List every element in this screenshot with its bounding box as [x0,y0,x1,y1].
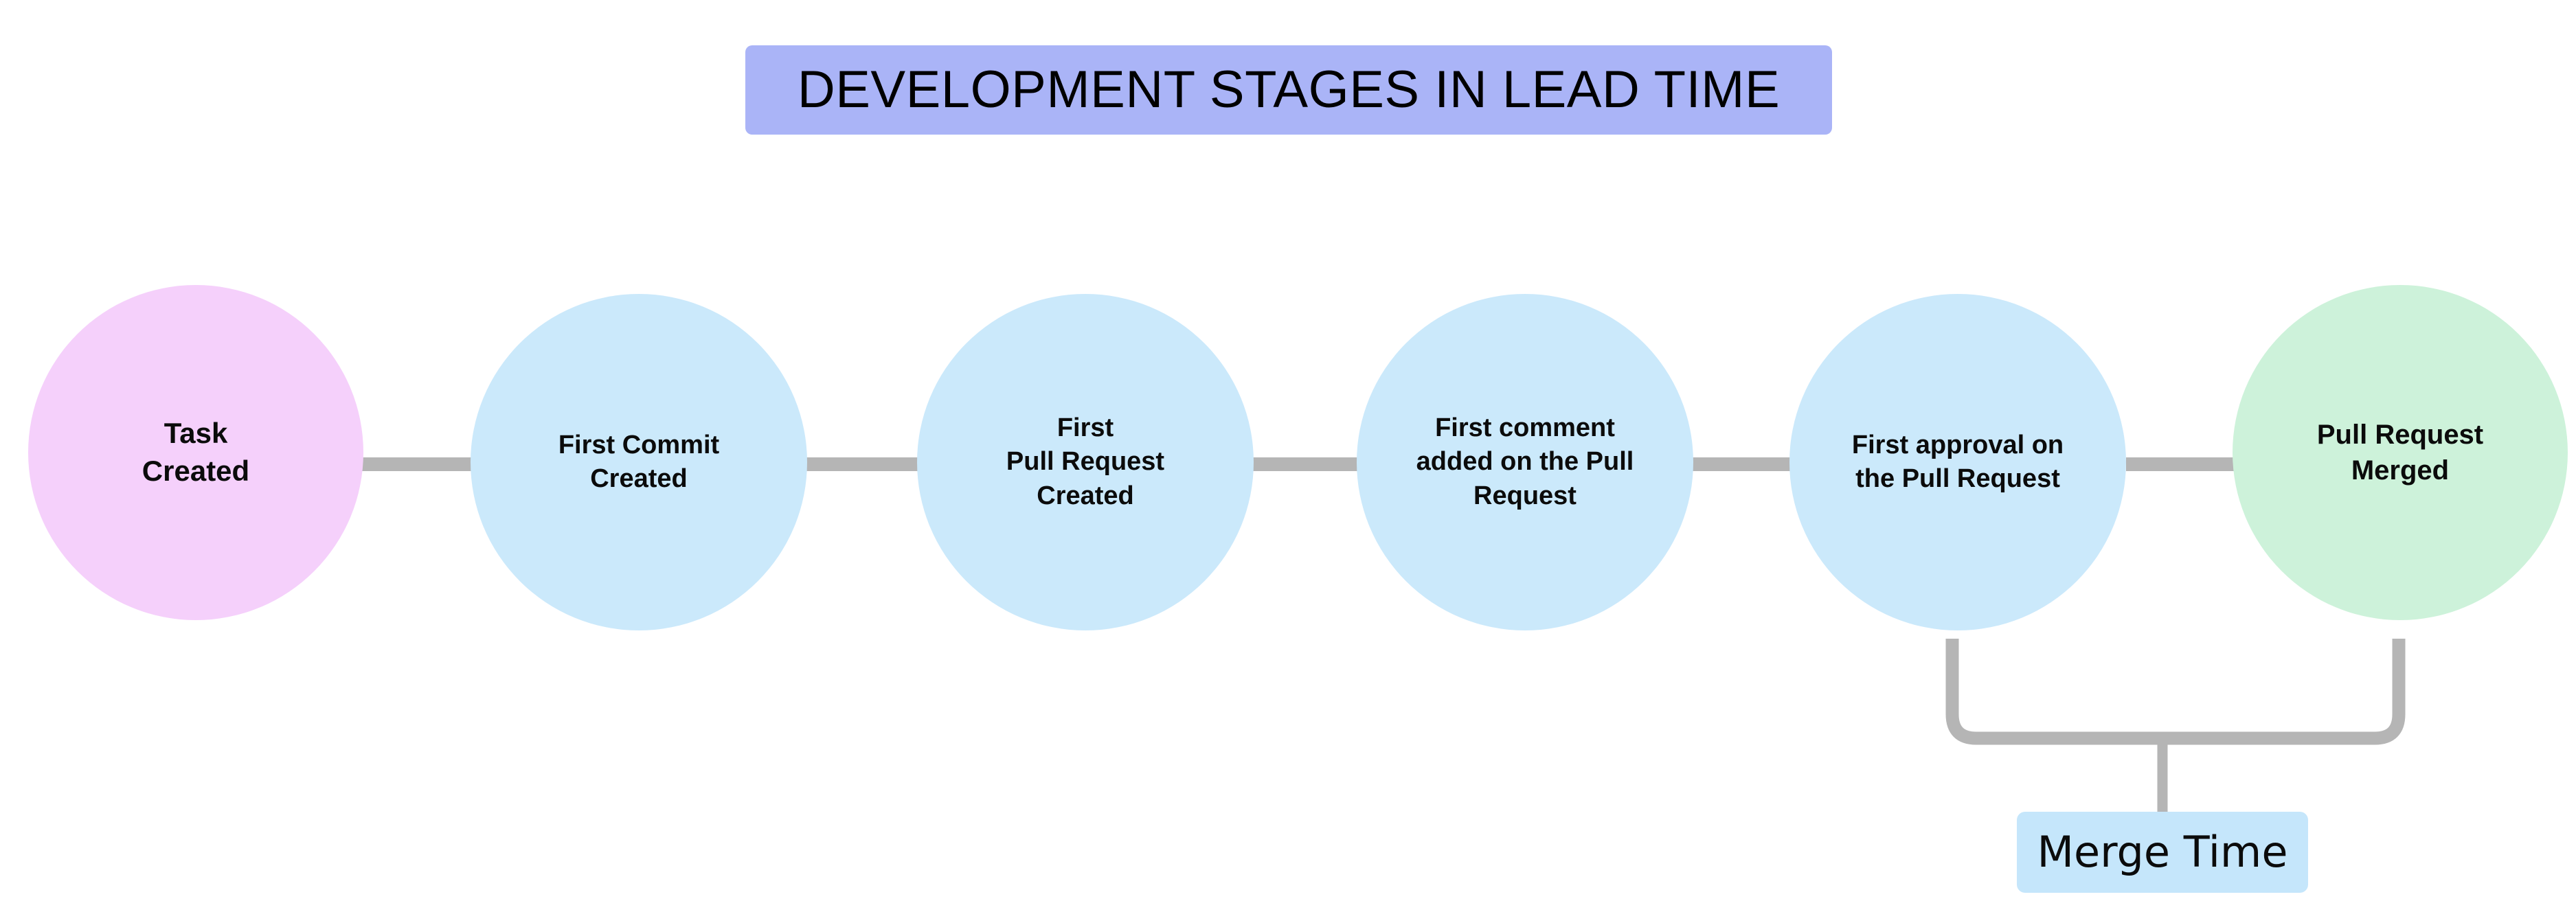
stage-node-first-approval-on-pull-request[interactable]: First approval on the Pull Request [1789,294,2126,630]
page-title-banner: DEVELOPMENT STAGES IN LEAD TIME [745,45,1832,135]
stage-label: First approval on the Pull Request [1851,430,2064,493]
page-title: DEVELOPMENT STAGES IN LEAD TIME [797,60,1781,119]
stage-node-first-comment-on-pull-request[interactable]: First comment added on the Pull Request [1357,294,1693,630]
stage-node-task-created[interactable]: Task Created [28,285,363,620]
merge-time-bracket [1945,639,2406,745]
stage-label: Task Created [142,417,250,487]
stage-label: First Pull Request Created [1006,413,1165,510]
stage-label: First comment added on the Pull Request [1416,413,1634,510]
stage-label: First Commit Created [558,430,720,493]
merge-time-label: Merge Time [2037,827,2288,877]
merge-time-callout[interactable]: Merge Time [2017,812,2308,893]
stage-label: Pull Request Merged [2316,420,2484,486]
stage-node-first-commit-created[interactable]: First Commit Created [471,294,807,630]
stage-node-pull-request-merged[interactable]: Pull Request Merged [2233,285,2568,620]
stage-node-first-pull-request-created[interactable]: First Pull Request Created [917,294,1254,630]
